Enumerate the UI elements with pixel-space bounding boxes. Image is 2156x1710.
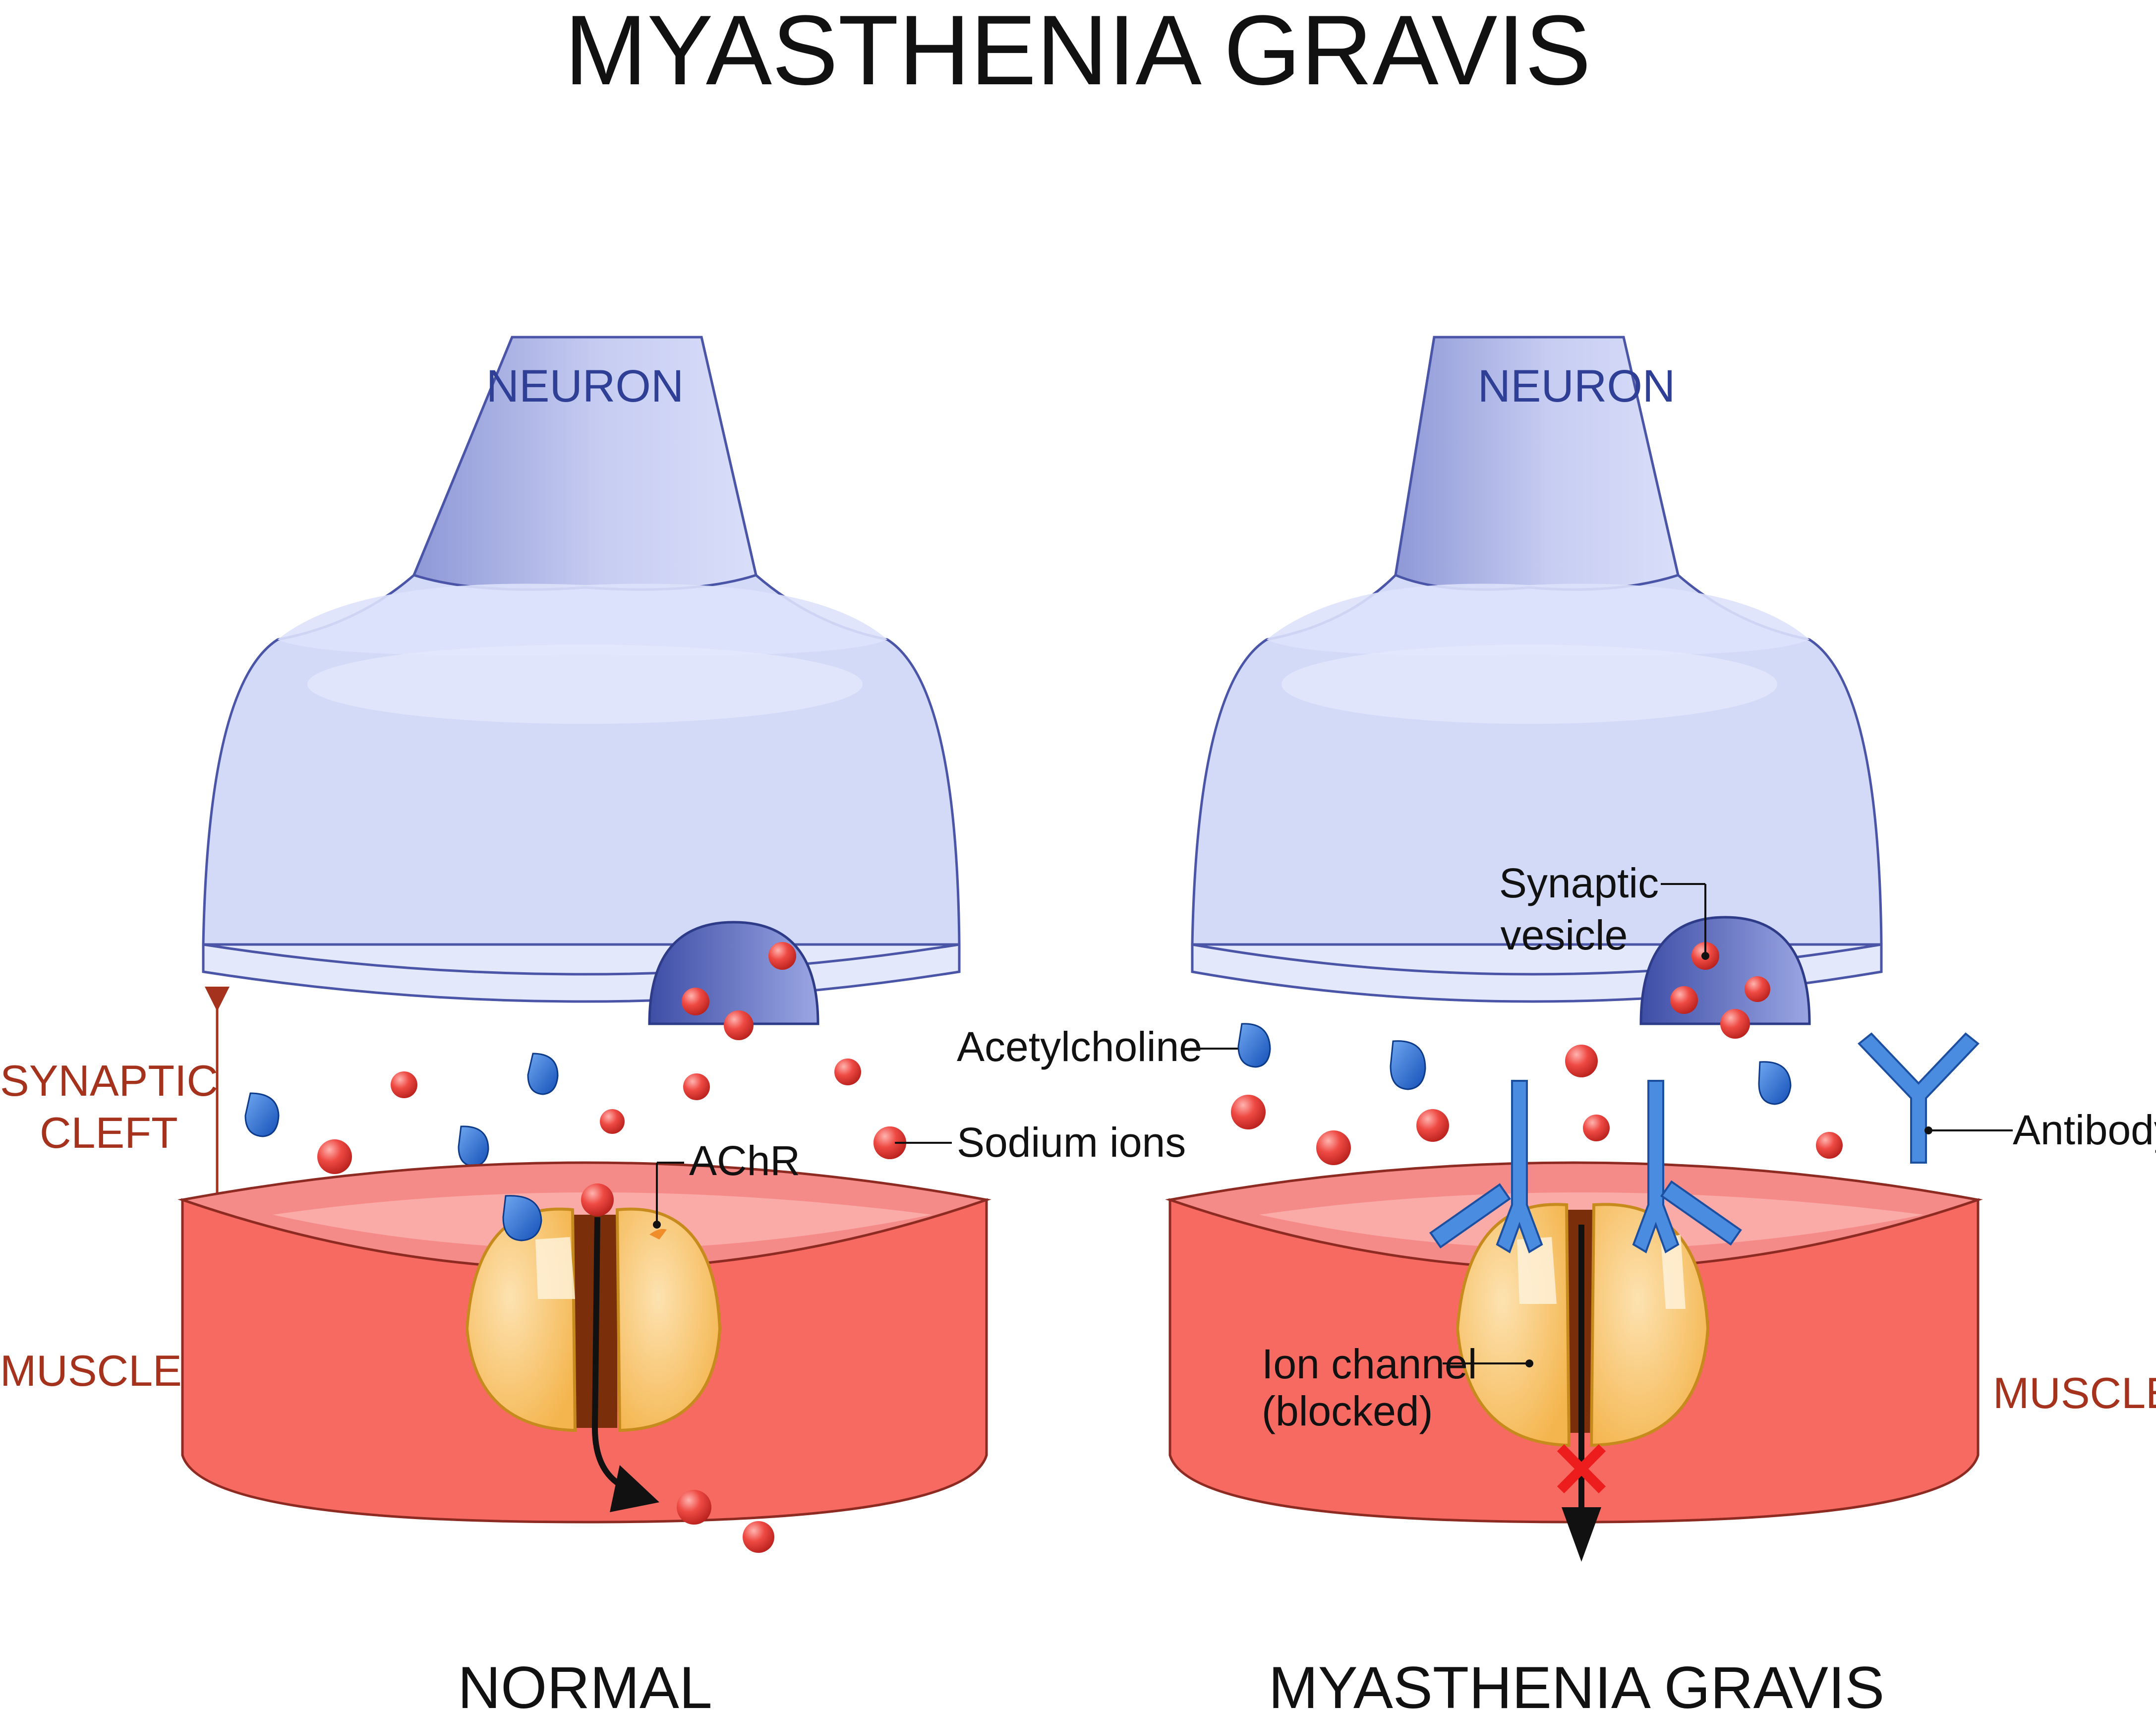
acetylcholine-drop	[527, 1053, 559, 1095]
ion-channel	[1456, 1203, 1710, 1447]
muscle-label: MUSCLE	[0, 1346, 182, 1395]
acetylcholine-drop	[1758, 1061, 1792, 1105]
cleft-label-line1: SYNAPTIC	[0, 1056, 218, 1105]
neuron-label: NEURON	[486, 361, 684, 412]
mg-caption: MYASTHENIA GRAVIS	[1269, 1654, 1884, 1710]
cleft-label-line2: CLEFT	[40, 1108, 178, 1157]
ion-channel	[465, 1207, 722, 1432]
antibody-y	[1858, 1032, 1980, 1164]
acetylcholine-drop	[502, 1195, 542, 1241]
sodium-ion	[581, 1183, 614, 1216]
acetylcholine-drop	[1237, 1023, 1271, 1068]
acetylcholine-drop	[1390, 1040, 1426, 1090]
sodium-ion	[1583, 1115, 1610, 1141]
normal-panel: NEURON SYNAPTIC CLEFT MUSCLE	[0, 336, 1186, 1710]
sodium-ion	[834, 1059, 861, 1085]
sodium-ion	[1231, 1095, 1266, 1129]
neuron-terminal	[1191, 336, 1883, 1003]
sodium-ion	[317, 1139, 352, 1174]
mg-panel: NEURON Synaptic vesicle Acetylcholine	[957, 336, 2156, 1710]
sodium-ion	[1565, 1045, 1598, 1077]
sodium-ion	[682, 988, 709, 1015]
sodium-ion	[1416, 1109, 1449, 1142]
channel-label-line2: (blocked)	[1262, 1388, 1433, 1434]
sodium-ion	[768, 942, 796, 970]
sodium-ion	[1670, 986, 1698, 1014]
achr-label: AChR	[689, 1137, 800, 1184]
antibody-y	[1632, 1080, 1742, 1253]
sodium-ion	[600, 1109, 625, 1134]
sodium-ion	[1745, 976, 1770, 1002]
acetylcholine-drop	[244, 1092, 280, 1137]
acetylcholine-label: Acetylcholine	[957, 1023, 1202, 1070]
vesicle-label-line1: Synaptic	[1499, 860, 1659, 906]
neuron-terminal	[202, 336, 961, 1003]
acetylcholine-drop	[458, 1125, 489, 1167]
sodium-ion	[391, 1071, 417, 1098]
sodium-ion	[677, 1490, 711, 1525]
normal-caption: NORMAL	[458, 1654, 712, 1710]
block-x-icon	[1557, 1444, 1606, 1494]
sodium-ion	[743, 1521, 774, 1553]
neuron-label: NEURON	[1478, 361, 1676, 412]
channel-label-line1: Ion channel	[1262, 1341, 1477, 1387]
sodium-ion	[724, 1010, 754, 1040]
vesicle-label-line2: vesicle	[1501, 912, 1628, 958]
muscle-label: MUSCLE	[1993, 1368, 2156, 1417]
page-title: MYASTHENIA GRAVIS	[565, 0, 1591, 106]
antibody-label: Antibody	[2013, 1107, 2156, 1153]
sodium-ion	[1816, 1132, 1843, 1159]
sodium-ion	[683, 1073, 710, 1100]
sodium-ion	[1316, 1130, 1351, 1165]
sodium-ion	[874, 1126, 906, 1159]
antibody-y	[1429, 1080, 1543, 1253]
sodium-ion	[1720, 1009, 1750, 1039]
sodium-ions-label: Sodium ions	[957, 1119, 1186, 1166]
